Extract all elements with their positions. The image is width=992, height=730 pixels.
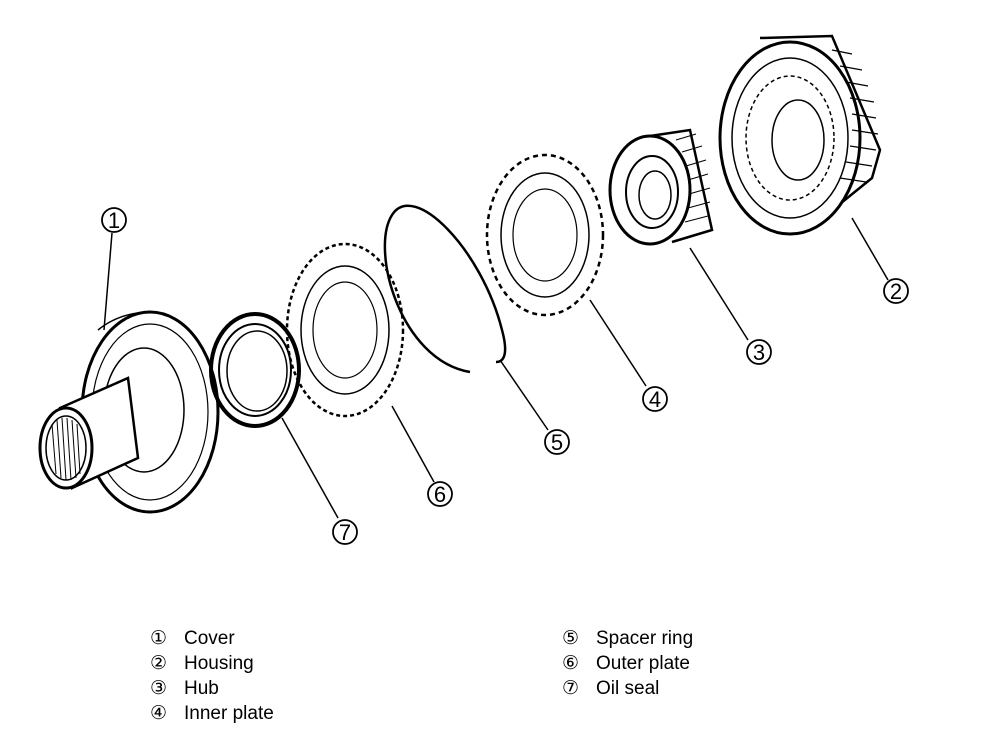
- legend-item-cover: ① Cover: [150, 626, 274, 651]
- legend-marker: ④: [150, 703, 168, 724]
- callout-4-number: 4: [649, 387, 661, 412]
- outer-plate-part: [285, 242, 405, 418]
- callout-3-number: 3: [753, 340, 765, 365]
- legend-item-outer-plate: ⑥ Outer plate: [562, 651, 693, 676]
- inner-plate-part: [485, 153, 605, 317]
- legend-marker: ②: [150, 653, 168, 674]
- legend-marker: ⑤: [562, 628, 580, 649]
- legend-left-column: ① Cover ② Housing ③ Hub ④ Inner plate: [150, 626, 274, 726]
- legend-label: Inner plate: [184, 703, 274, 724]
- legend-item-housing: ② Housing: [150, 651, 274, 676]
- hub-part: [608, 128, 714, 246]
- callout-6-number: 6: [434, 482, 446, 507]
- callout-5-number: 5: [551, 430, 563, 455]
- legend-marker: ③: [150, 678, 168, 699]
- callout-1-number: 1: [108, 208, 120, 233]
- legend-item-hub: ③ Hub: [150, 676, 274, 701]
- legend-item-spacer-ring: ⑤ Spacer ring: [562, 626, 693, 651]
- callout-2-number: 2: [890, 279, 902, 304]
- legend-label: Cover: [184, 628, 235, 649]
- exploded-parts-diagram: 1 2 3 4 5 6 7: [38, 34, 909, 545]
- legend-marker: ①: [150, 628, 168, 649]
- leader-line-2: [851, 217, 889, 281]
- spacer-ring-part: [383, 204, 507, 374]
- leader-line-6: [391, 405, 435, 483]
- callout-7-number: 7: [339, 520, 351, 545]
- legend-label: Spacer ring: [596, 628, 694, 649]
- legend-label: Oil seal: [596, 678, 660, 699]
- leader-line-4: [589, 299, 647, 387]
- leader-line-7: [281, 417, 339, 519]
- legend-marker: ⑦: [562, 678, 580, 699]
- leader-line-3: [689, 247, 749, 341]
- cover-part: [38, 310, 220, 514]
- legend-marker: ⑥: [562, 653, 580, 674]
- legend-label: Housing: [184, 653, 254, 674]
- legend-label: Outer plate: [596, 653, 690, 674]
- legend-right-column: ⑤ Spacer ring ⑥ Outer plate ⑦ Oil seal: [562, 626, 693, 701]
- callout-1: 1: [101, 207, 127, 233]
- callout-3: 3: [746, 339, 772, 365]
- callout-4: 4: [642, 386, 668, 412]
- callout-7: 7: [332, 519, 358, 545]
- leader-line-1: [103, 232, 113, 331]
- housing-part: [718, 34, 882, 236]
- callout-6: 6: [427, 481, 453, 507]
- leader-line-5: [499, 359, 549, 431]
- callout-2: 2: [883, 278, 909, 304]
- oil-seal-part: [209, 312, 301, 428]
- legend-label: Hub: [184, 678, 219, 699]
- callout-5: 5: [544, 429, 570, 455]
- legend-item-oil-seal: ⑦ Oil seal: [562, 676, 693, 701]
- legend-item-inner-plate: ④ Inner plate: [150, 701, 274, 726]
